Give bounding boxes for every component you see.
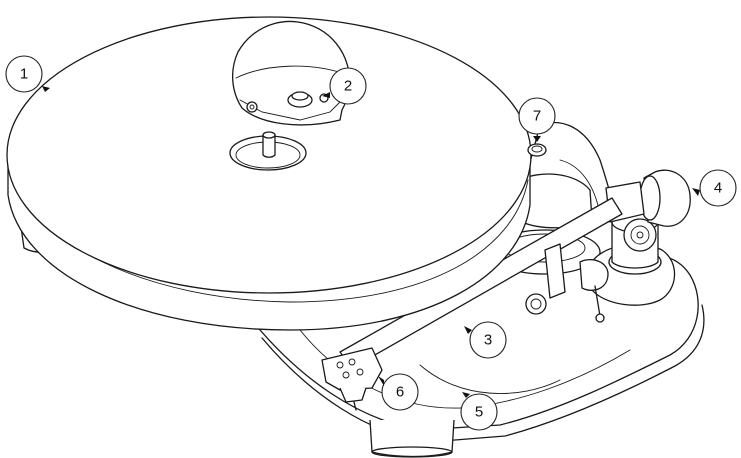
callout-4: 4 <box>692 170 736 206</box>
callout-label-1: 1 <box>20 66 28 83</box>
callout-label-6: 6 <box>396 384 404 401</box>
callout-label-2: 2 <box>344 78 352 95</box>
callout-label-4: 4 <box>714 180 722 197</box>
callout-label-5: 5 <box>475 404 483 421</box>
counterweight <box>606 170 690 226</box>
callout-label-7: 7 <box>533 108 541 125</box>
speed-button <box>528 144 546 156</box>
callout-label-3: 3 <box>484 332 492 349</box>
callout-1: 1 <box>6 56 50 92</box>
